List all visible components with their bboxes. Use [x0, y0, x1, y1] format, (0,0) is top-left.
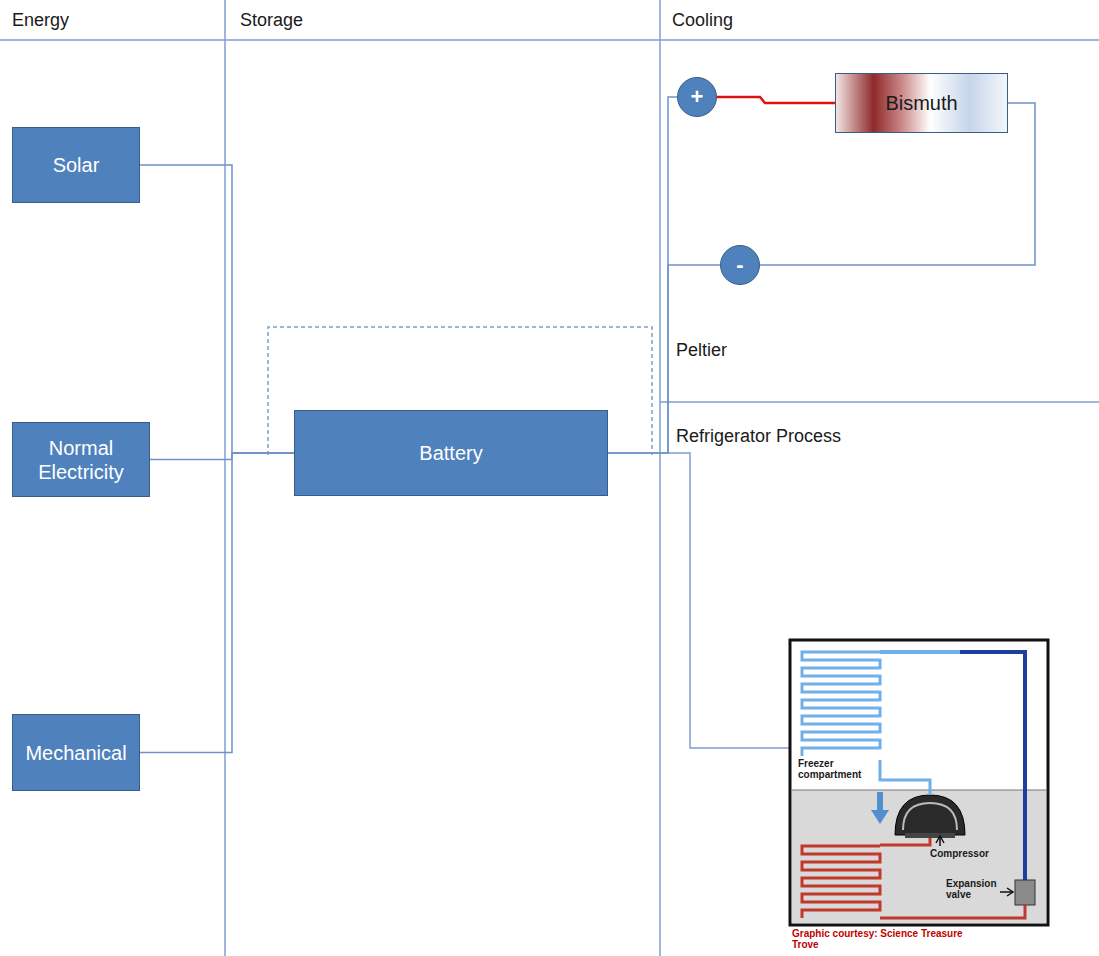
section-label: Peltier — [676, 340, 727, 361]
part-label: Freezer compartment — [798, 758, 878, 780]
node-text: Mechanical — [25, 741, 126, 765]
part-label: Compressor — [930, 848, 989, 859]
refrigerator-illustration — [790, 640, 1048, 925]
storage-box: Battery — [294, 410, 608, 496]
node-text: Battery — [419, 441, 482, 465]
column-header: Storage — [240, 10, 303, 31]
node-text: - — [736, 252, 743, 278]
section-rule — [660, 401, 1099, 403]
connector-line — [140, 453, 294, 753]
coil — [802, 846, 880, 918]
energy-box: Solar — [12, 127, 140, 203]
fridge-wire — [668, 453, 790, 748]
terminal-circle: + — [677, 77, 717, 117]
column-divider — [224, 0, 226, 956]
energy-box: Mechanical — [12, 714, 140, 791]
connector-line — [608, 97, 677, 453]
terminal-circle: - — [720, 245, 760, 285]
coil — [802, 652, 880, 756]
section-label: Refrigerator Process — [676, 426, 841, 447]
column-header: Cooling — [672, 10, 733, 31]
node-text: + — [691, 84, 704, 110]
node-text: Bismuth — [885, 92, 957, 115]
energy-box: Normal Electricity — [12, 422, 150, 497]
connector-line — [150, 453, 294, 460]
column-header: Energy — [12, 10, 69, 31]
part-label: Expansion valve — [946, 878, 1000, 900]
header-rule — [0, 39, 1099, 41]
column-divider — [659, 0, 661, 956]
red-wire — [717, 97, 835, 103]
node-text: Normal Electricity — [13, 436, 149, 484]
connector-line — [140, 165, 294, 453]
credit-note: Graphic courtesy: Science Treasure Trove — [792, 928, 992, 950]
node-text: Solar — [53, 153, 100, 177]
bismuth-element: Bismuth — [835, 73, 1008, 133]
